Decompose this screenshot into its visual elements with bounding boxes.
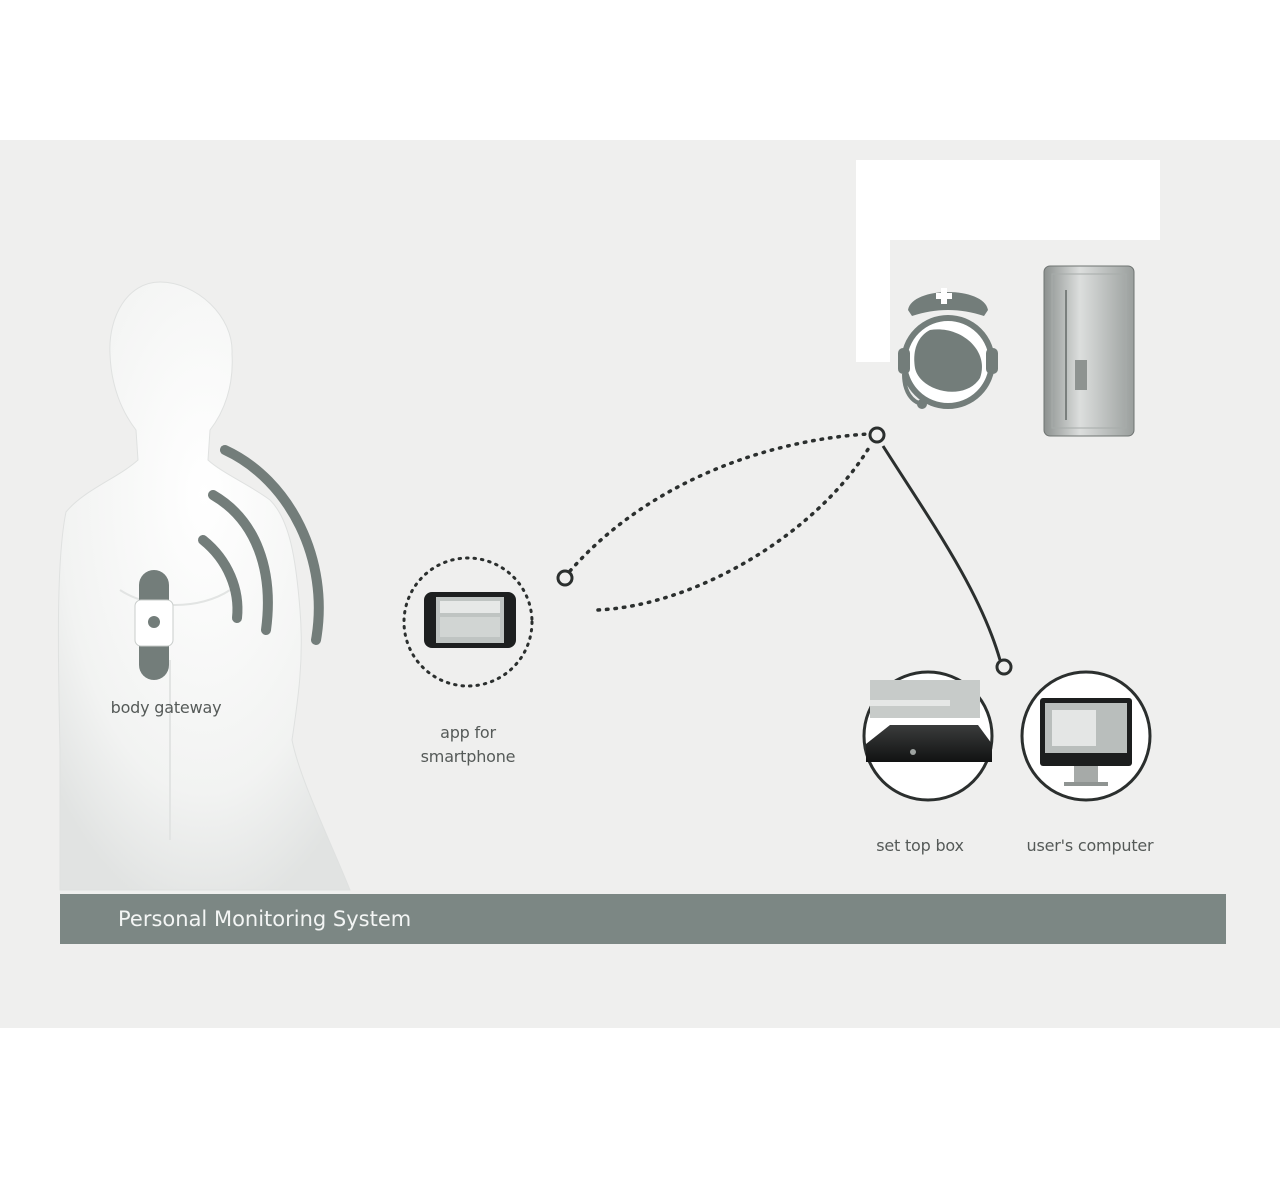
smartphone-label-line2: smartphone — [420, 747, 516, 766]
diagram-canvas: body gateway app for smartphone set top … — [0, 140, 1280, 1028]
server-tower-icon — [1043, 265, 1135, 437]
diagram-svg — [57, 160, 1160, 891]
human-figure — [57, 281, 351, 891]
users-computer-label: user's computer — [1026, 836, 1154, 855]
body-gateway-device-icon — [134, 570, 174, 680]
footer-title: Personal Monitoring System — [118, 907, 412, 931]
set-top-box-icon — [862, 670, 994, 802]
footer-bar: Personal Monitoring System — [60, 894, 1226, 944]
link-hub-to-home — [881, 445, 1002, 661]
link-node-hub — [868, 426, 886, 444]
link-node-phone — [556, 569, 574, 587]
wireless-signal-icon — [198, 445, 324, 645]
nurse-headset-icon — [898, 288, 998, 409]
medical-panel — [856, 160, 1160, 362]
link-phone-to-hub-upper — [568, 432, 870, 573]
desktop-computer-icon — [1020, 670, 1152, 802]
link-node-home — [995, 658, 1013, 676]
link-phone-to-hub-lower — [596, 444, 872, 612]
body-gateway-label: body gateway — [110, 698, 222, 717]
smartphone-label-line1: app for — [440, 723, 496, 742]
smartphone-icon — [402, 556, 534, 688]
set-top-box-label: set top box — [876, 836, 964, 855]
